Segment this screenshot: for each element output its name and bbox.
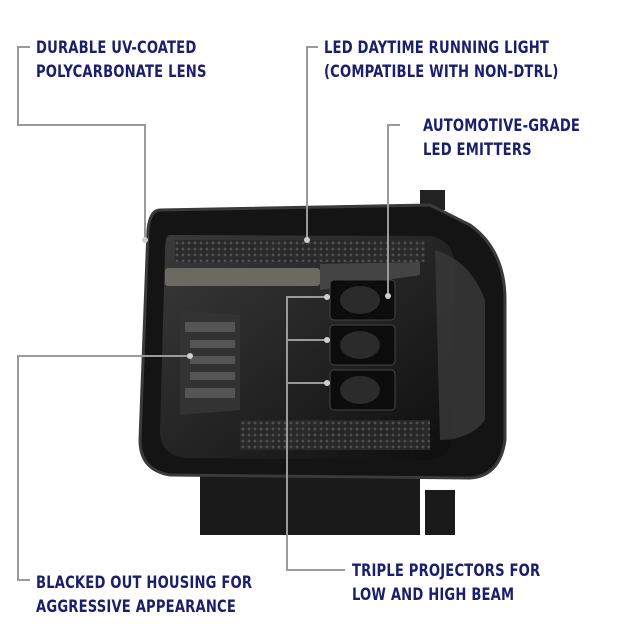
callout-line: POLYCARBONATE LENS	[36, 62, 207, 82]
callout-line: AUTOMOTIVE-GRADE	[423, 116, 581, 136]
callout-line: DURABLE UV-COATED	[36, 38, 197, 58]
callout-line: TRIPLE PROJECTORS FOR	[352, 561, 541, 581]
callout-line: LED EMITTERS	[423, 140, 532, 160]
callout-housing: BLACKED OUT HOUSING FOR AGGRESSIVE APPEA…	[36, 571, 252, 619]
callout-lens: DURABLE UV-COATED POLYCARBONATE LENS	[36, 36, 207, 84]
projectors	[329, 279, 396, 411]
callout-line: (COMPATIBLE WITH NON-DTRL)	[324, 62, 559, 82]
leader-lines	[17, 46, 400, 581]
callout-line: AGGRESSIVE APPEARANCE	[36, 597, 237, 617]
callout-line: LED DAYTIME RUNNING LIGHT	[324, 38, 550, 58]
callout-projectors: TRIPLE PROJECTORS FOR LOW AND HIGH BEAM	[352, 559, 540, 607]
callout-dots	[142, 237, 391, 386]
callout-drl: LED DAYTIME RUNNING LIGHT (COMPATIBLE WI…	[324, 36, 559, 84]
callout-emitters: AUTOMOTIVE-GRADE LED EMITTERS	[423, 114, 580, 162]
callout-line: BLACKED OUT HOUSING FOR	[36, 573, 253, 593]
mounting-bracket	[200, 470, 420, 535]
drl-bar	[165, 268, 320, 286]
headlight	[138, 190, 507, 535]
callout-line: LOW AND HIGH BEAM	[352, 585, 515, 605]
